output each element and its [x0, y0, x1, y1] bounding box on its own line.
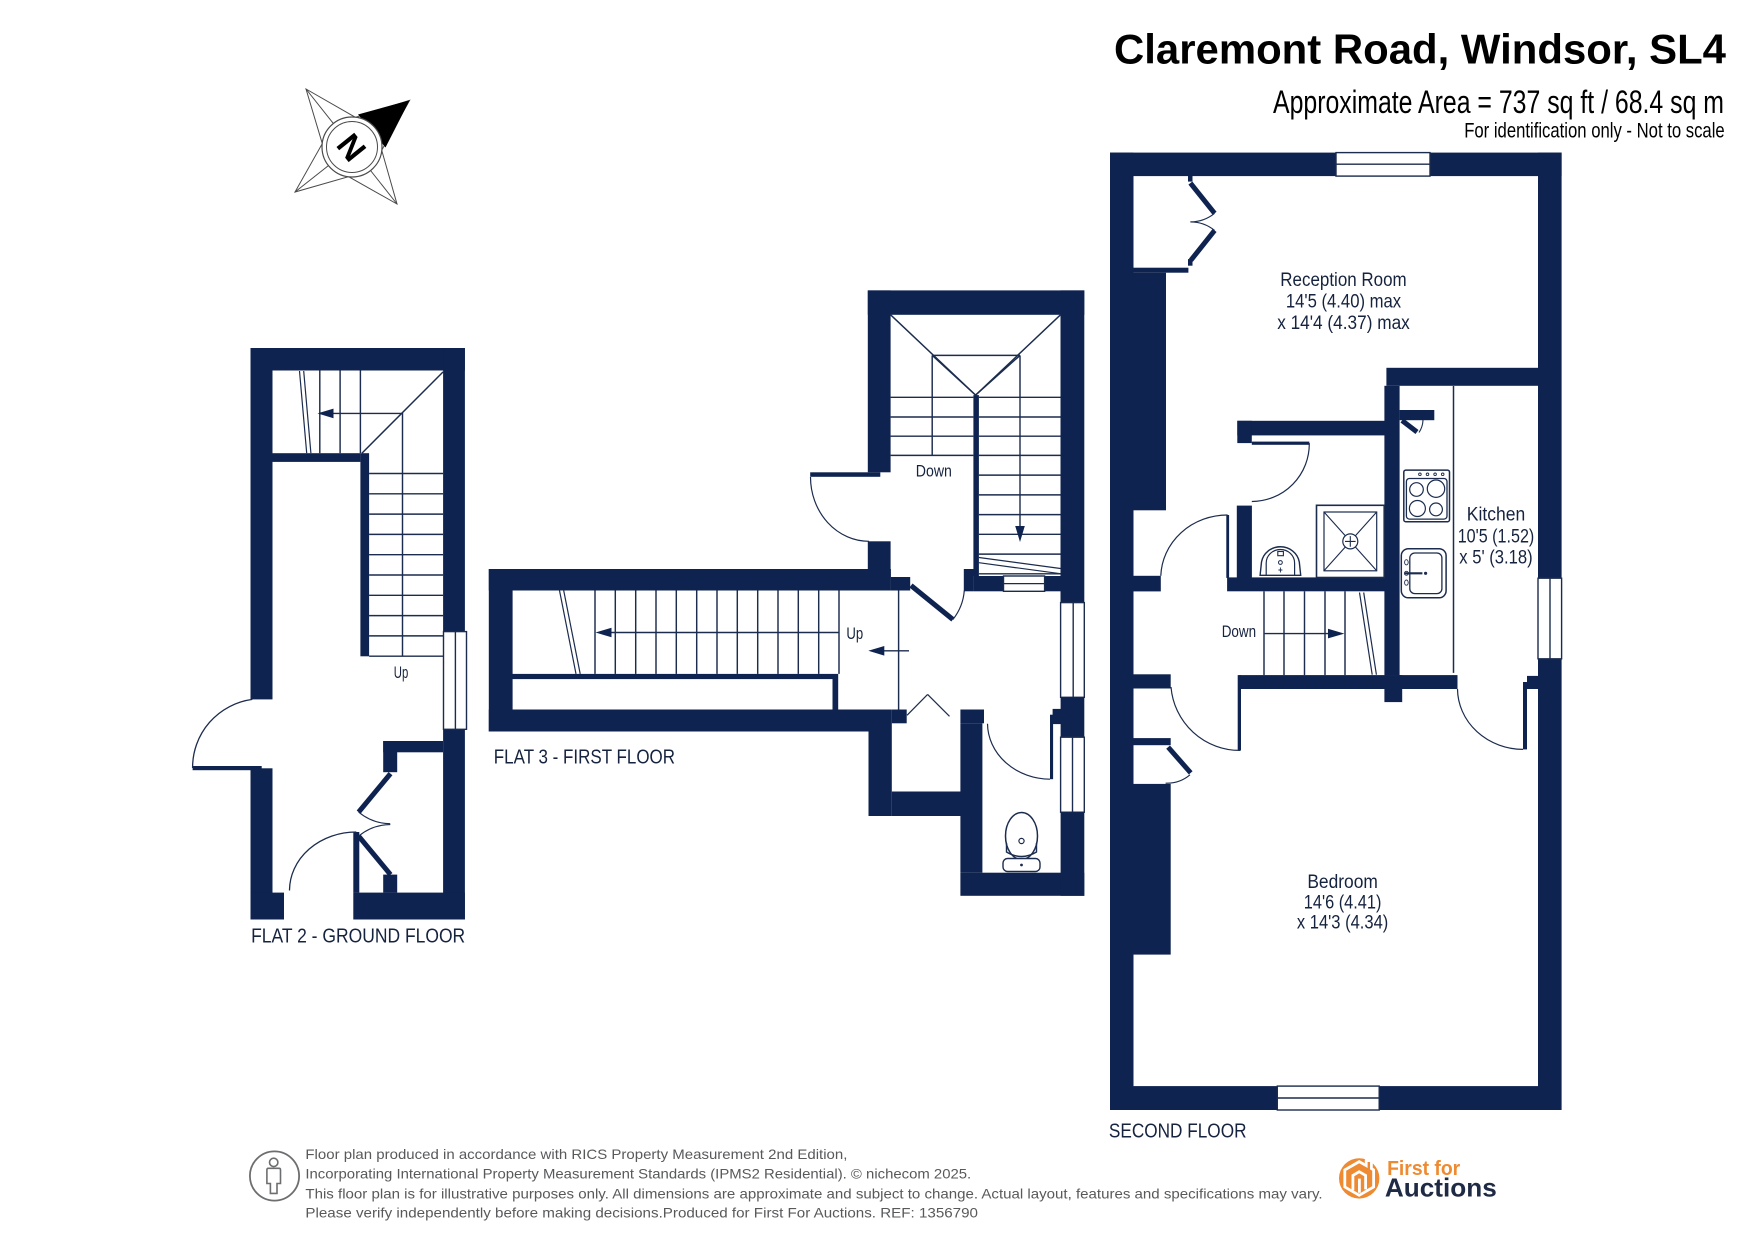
svg-text:Please verify independently be: Please verify independently before makin… [305, 1205, 978, 1221]
svg-text:Up: Up [846, 624, 863, 643]
svg-text:Bedroom: Bedroom [1307, 872, 1378, 893]
svg-text:Incorporating International Pr: Incorporating International Property Mea… [305, 1166, 971, 1182]
svg-text:14'5 (4.40) max: 14'5 (4.40) max [1286, 292, 1402, 313]
svg-text:Down: Down [916, 462, 952, 481]
svg-text:Approximate Area = 737 sq ft /: Approximate Area = 737 sq ft / 68.4 sq m [1273, 84, 1724, 120]
svg-text:This floor plan is for illustr: This floor plan is for illustrative purp… [305, 1185, 1322, 1201]
svg-text:Up: Up [394, 663, 409, 682]
svg-text:FLAT 2 - GROUND FLOOR: FLAT 2 - GROUND FLOOR [251, 924, 465, 947]
svg-text:Auctions: Auctions [1385, 1173, 1497, 1203]
svg-text:Kitchen: Kitchen [1467, 505, 1525, 526]
svg-text:FLAT 3 - FIRST FLOOR: FLAT 3 - FIRST FLOOR [494, 745, 675, 768]
svg-text:Reception Room: Reception Room [1280, 270, 1406, 291]
svg-text:For identification only - Not: For identification only - Not to scale [1464, 120, 1725, 143]
svg-text:x 5' (3.18): x 5' (3.18) [1459, 548, 1532, 569]
svg-text:First for: First for [1387, 1158, 1460, 1180]
svg-text:10'5 (1.52): 10'5 (1.52) [1458, 527, 1535, 548]
svg-text:x 14'3 (4.34): x 14'3 (4.34) [1297, 912, 1388, 933]
svg-text:x 14'4 (4.37) max: x 14'4 (4.37) max [1277, 313, 1410, 334]
svg-text:Down: Down [1222, 622, 1256, 641]
svg-text:14'6 (4.41): 14'6 (4.41) [1304, 892, 1382, 913]
svg-text:Floor plan produced in accorda: Floor plan produced in accordance with R… [305, 1146, 847, 1162]
svg-text:Claremont Road, Windsor, SL4: Claremont Road, Windsor, SL4 [1114, 26, 1727, 73]
svg-text:SECOND FLOOR: SECOND FLOOR [1109, 1120, 1247, 1143]
